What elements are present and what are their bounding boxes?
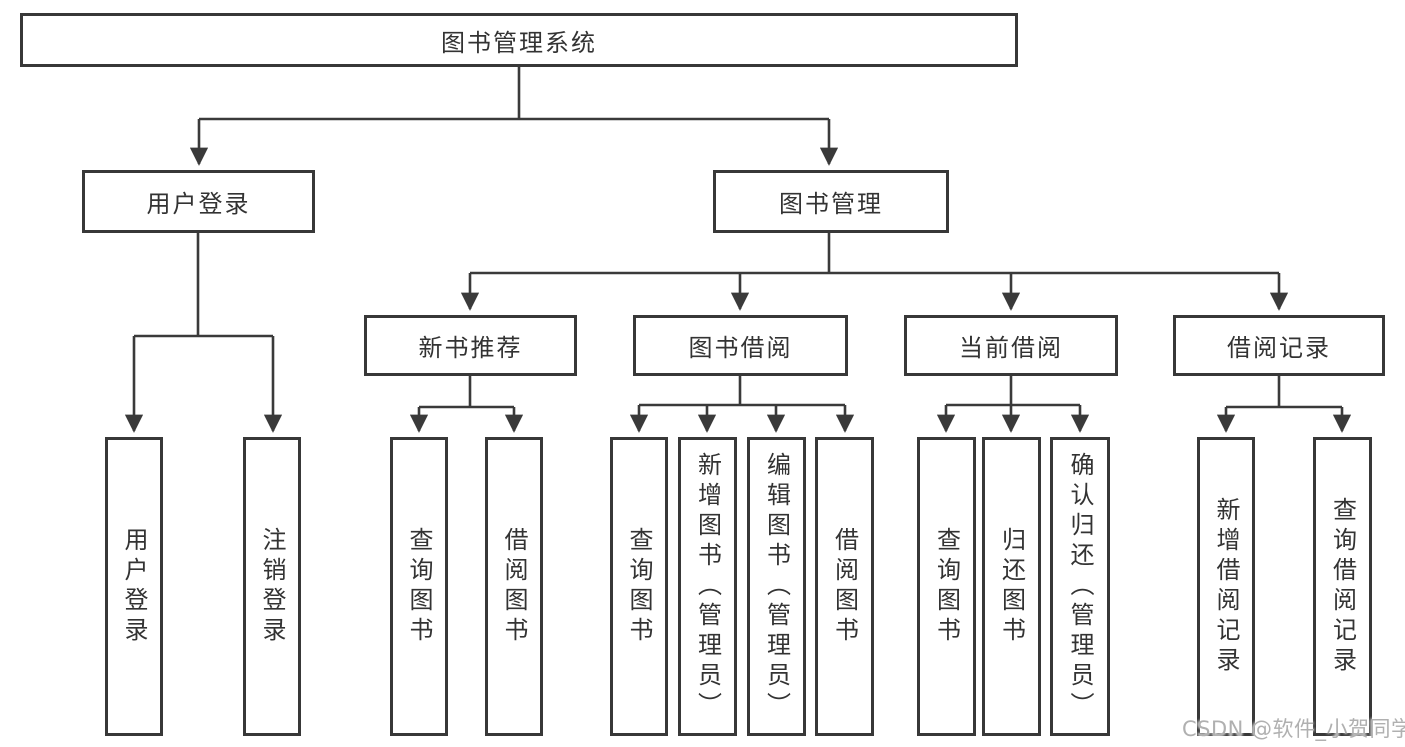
node-recommend-query-books: 查询图书 [390, 437, 448, 736]
node-current-confirm-return-admin: 确认归还（管理员） [1050, 437, 1110, 736]
node-borrowing-borrow-books: 借阅图书 [815, 437, 874, 736]
node-book-borrowing: 图书借阅 [633, 315, 848, 376]
node-new-book-recommend: 新书推荐 [364, 315, 577, 376]
watermark-csdn: CSDN @软件_小贺同学 [1182, 717, 1405, 741]
node-book-management: 图书管理 [713, 170, 949, 233]
node-library-management-system: 图书管理系统 [20, 13, 1018, 67]
node-current-borrowing: 当前借阅 [904, 315, 1118, 376]
node-user-login-group: 用户登录 [82, 170, 315, 233]
node-borrowing-query-books: 查询图书 [610, 437, 668, 736]
node-recommend-borrow-books: 借阅图书 [485, 437, 543, 736]
node-user-login: 用户登录 [105, 437, 163, 736]
node-records-query-record: 查询借阅记录 [1313, 437, 1372, 736]
node-borrowing-edit-books-admin: 编辑图书（管理员） [747, 437, 806, 736]
node-records-add-record: 新增借阅记录 [1197, 437, 1255, 736]
node-borrowing-add-books-admin: 新增图书（管理员） [678, 437, 737, 736]
node-current-return-books: 归还图书 [982, 437, 1041, 736]
node-borrowing-records: 借阅记录 [1173, 315, 1385, 376]
node-logout: 注销登录 [243, 437, 301, 736]
node-current-query-books: 查询图书 [917, 437, 976, 736]
